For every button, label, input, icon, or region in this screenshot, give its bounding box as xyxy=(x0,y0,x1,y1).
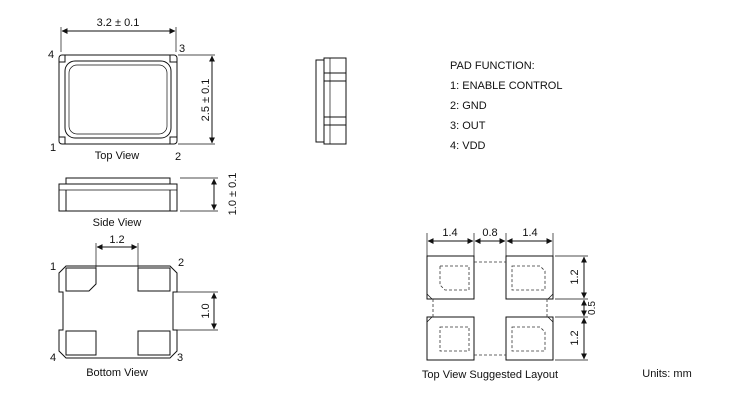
top-view-pin-1: 1 xyxy=(50,142,56,154)
bottom-view-pin-3: 3 xyxy=(177,352,183,364)
layout-pad-height-bottom-label: 1.2 xyxy=(569,330,581,345)
bottom-view-pad-4 xyxy=(65,330,97,356)
bottom-view-pad-1 xyxy=(65,267,97,292)
side-view-lid xyxy=(65,177,171,185)
top-view-pin-3: 3 xyxy=(179,43,185,55)
side-view-caption: Side View xyxy=(93,217,142,229)
top-view-lid xyxy=(64,60,172,139)
layout-pad-width-left-label: 1.4 xyxy=(442,227,457,239)
suggested-layout: 1.4 0.8 1.4 1.2 0.5 1.2 Top View xyxy=(422,227,598,381)
top-view-package-outline xyxy=(58,54,178,145)
end-view xyxy=(315,57,347,145)
layout-pad-height-top-label: 1.2 xyxy=(569,269,581,284)
layout-pad-bottom-left xyxy=(426,316,475,361)
pad-function-item: 2: GND xyxy=(450,100,487,112)
layout-pad-top-left xyxy=(426,255,475,300)
bottom-view-pad-width-label: 1.2 xyxy=(109,234,124,246)
side-view-height-label: 1.0 ± 0.1 xyxy=(227,173,239,216)
top-view-pin-2: 2 xyxy=(175,151,181,163)
layout-gap-horizontal-label: 0.8 xyxy=(482,227,497,239)
units-note: Units: mm xyxy=(642,368,692,380)
top-view-height-label: 2.5 ± 0.1 xyxy=(200,79,212,122)
layout-gap-vertical-label: 0.5 xyxy=(587,301,598,315)
bottom-view-pin-1: 1 xyxy=(50,261,56,273)
bottom-view-pin-4: 4 xyxy=(50,352,56,364)
top-view-pin-4: 4 xyxy=(48,49,54,61)
bottom-view-pad-gap-label: 1.0 xyxy=(200,303,212,318)
layout-pad-width-right-label: 1.4 xyxy=(522,227,537,239)
side-view: 1.0 ± 0.1 Side View xyxy=(58,173,239,229)
bottom-view-pin-2: 2 xyxy=(178,257,184,269)
bottom-view-caption: Bottom View xyxy=(86,367,148,379)
side-view-body xyxy=(58,183,178,212)
pad-function-item: 4: VDD xyxy=(450,140,486,152)
pad-function-item: 1: ENABLE CONTROL xyxy=(450,80,562,92)
bottom-view-pad-2 xyxy=(137,267,171,292)
pad-function-list: PAD FUNCTION: 1: ENABLE CONTROL 2: GND 3… xyxy=(450,60,562,152)
bottom-view-package-outline xyxy=(58,265,178,359)
pad-function-title: PAD FUNCTION: xyxy=(450,60,535,72)
layout-pad-top-right xyxy=(505,255,554,300)
top-view-width-label: 3.2 ± 0.1 xyxy=(97,17,140,29)
pad-function-item: 3: OUT xyxy=(450,120,486,132)
top-view-caption: Top View xyxy=(95,150,139,162)
end-view-body xyxy=(323,57,347,145)
bottom-view: 1.2 1.0 1 2 4 3 Bottom View xyxy=(50,234,218,379)
layout-caption: Top View Suggested Layout xyxy=(422,369,558,381)
bottom-view-pad-3 xyxy=(137,330,171,356)
layout-pad-bottom-right xyxy=(505,316,554,361)
top-view: 3.2 ± 0.1 2.5 ± 0.1 4 3 1 2 Top View xyxy=(48,17,215,163)
